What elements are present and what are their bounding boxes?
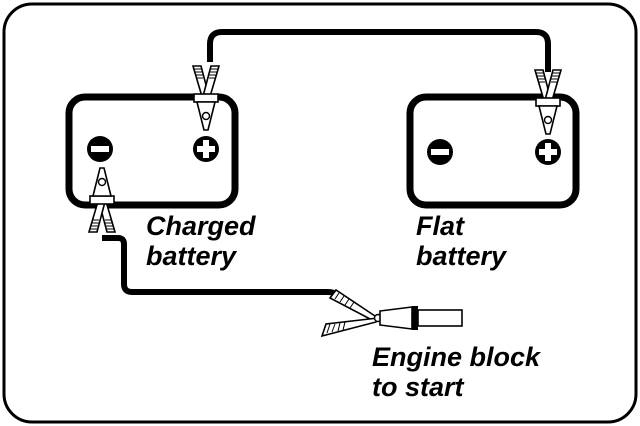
charged-label-line1: Charged bbox=[146, 211, 256, 241]
charged-negative-terminal bbox=[87, 136, 113, 162]
flat-battery-body bbox=[406, 93, 580, 209]
engine-label-line1: Engine block bbox=[372, 342, 541, 372]
engine-label-line2: to start bbox=[372, 372, 464, 402]
clamp-engine-block bbox=[320, 288, 463, 338]
flat-battery-label: Flat battery bbox=[416, 211, 506, 271]
charged-battery-body bbox=[65, 93, 239, 209]
flat-label-line1: Flat bbox=[416, 211, 465, 241]
flat-negative-terminal bbox=[427, 139, 453, 165]
charged-battery-label: Charged battery bbox=[146, 211, 256, 271]
charged-positive-terminal bbox=[193, 136, 219, 162]
flat-label-line2: battery bbox=[416, 241, 507, 271]
engine-block-label: Engine block to start bbox=[372, 342, 540, 402]
charged-label-line2: battery bbox=[146, 241, 237, 271]
flat-positive-terminal bbox=[535, 139, 561, 165]
positive-jumper-cable bbox=[207, 29, 551, 72]
